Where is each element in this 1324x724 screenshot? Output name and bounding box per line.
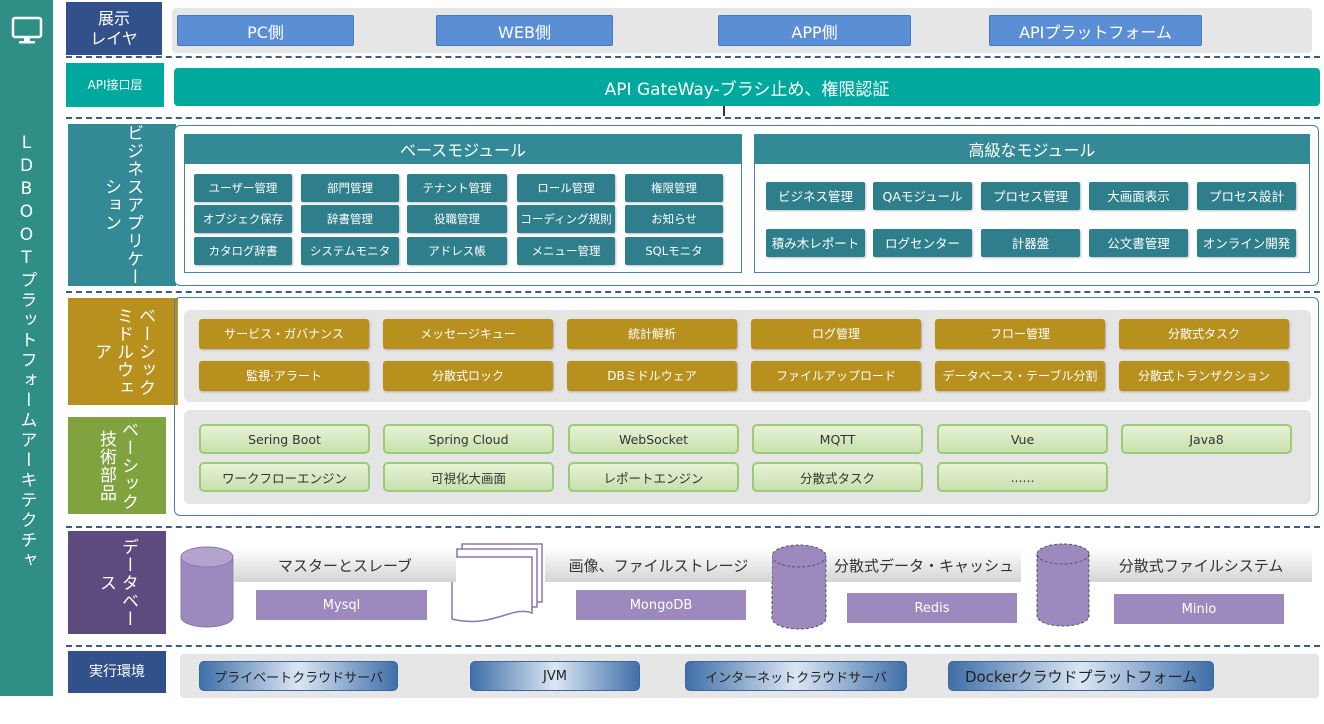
middleware-tech-panel [174, 297, 1319, 516]
data-group-title: 画像、ファイルストレージ [545, 548, 772, 582]
advanced-module-title: 高級なモジュール [754, 134, 1310, 164]
middleware-item: サービス・ガバナンス [199, 319, 369, 349]
advanced-module-item: 計器盤 [981, 229, 1080, 257]
layer-divider [66, 117, 1320, 119]
middleware-item: DBミドルウェア [567, 361, 737, 391]
base-module-item: テナント管理 [407, 174, 507, 202]
database-cylinder-icon [180, 546, 234, 628]
layer-divider [66, 645, 1320, 647]
middleware-item: 分散式タスク [1119, 319, 1289, 349]
middleware-item: ログ管理 [751, 319, 921, 349]
middleware-item: 監視·アラート [199, 361, 369, 391]
middleware-item: データベース・テーブル分割 [935, 361, 1105, 391]
tech-item: WebSocket [568, 424, 739, 454]
display-layer-label: 展示 レイヤ [66, 2, 162, 55]
tech-item: Sering Boot [199, 424, 370, 454]
tech-item: 可視化大画面 [383, 462, 554, 492]
display-item: APIプラットフォーム [989, 15, 1202, 46]
tech-item: Java8 [1121, 424, 1292, 454]
layer-divider [66, 291, 1320, 293]
layer-divider [66, 56, 1320, 58]
base-module-item: お知らせ [625, 205, 723, 233]
base-module-item: SQLモニタ [625, 237, 723, 265]
middleware-item: メッセージキュー [383, 319, 553, 349]
business-layer-label: ビジネスアプリケーション [68, 124, 176, 286]
base-module-item: コーディング規則 [517, 205, 615, 233]
runtime-item: JVM [470, 661, 640, 691]
advanced-module-item: 大画面表示 [1089, 182, 1188, 210]
file-system-cylinder-icon [1036, 543, 1090, 627]
api-connector [723, 106, 725, 116]
base-module-item: システムモニタ [301, 237, 399, 265]
advanced-module-item: ログセンター [873, 229, 972, 257]
advanced-module-item: 積み木レポート [766, 229, 865, 257]
middleware-item: 統計解析 [567, 319, 737, 349]
tech-layer-label: ベーシック技術部品 [68, 417, 166, 514]
tech-item: Vue [937, 424, 1108, 454]
base-module-item: 役職管理 [407, 205, 507, 233]
data-tech-item: Mysql [256, 590, 427, 620]
platform-title: LDBOOTプラットフォームアーキテクチャ [16, 133, 37, 571]
middleware-item: フロー管理 [935, 319, 1105, 349]
layer-divider [66, 526, 1320, 528]
middleware-item: 分散式ロック [383, 361, 553, 391]
data-group-title: 分散式データ・キャッシュ [827, 548, 1021, 582]
tech-item: レポートエンジン [568, 462, 739, 492]
data-tech-item: Minio [1114, 594, 1284, 624]
file-stack-icon [451, 543, 543, 623]
base-module-item: 権限管理 [625, 174, 723, 202]
middleware-item: 分散式トランザクション [1119, 361, 1289, 391]
base-module-item: 部門管理 [301, 174, 399, 202]
tech-item: ...... [937, 462, 1108, 492]
base-module-item: ユーザー管理 [194, 174, 292, 202]
platform-side-bar [0, 0, 53, 696]
cache-cylinder-icon [771, 544, 827, 630]
advanced-module-item: プロセス管理 [981, 182, 1080, 210]
advanced-module-item: 公文書管理 [1089, 229, 1188, 257]
display-item: APP側 [718, 15, 911, 46]
advanced-module-item: ビジネス管理 [766, 182, 865, 210]
middleware-layer-label: ベーシックミドルウェア [68, 298, 178, 405]
runtime-item: Dockerクラウドプラットフォーム [948, 661, 1214, 691]
display-item: WEB側 [436, 15, 613, 46]
base-module-item: カタログ辞書 [194, 237, 292, 265]
advanced-module-item: QAモジュール [873, 182, 972, 210]
middleware-item: ファイルアップロード [751, 361, 921, 391]
tech-item: 分散式タスク [752, 462, 923, 492]
base-module-item: 辞書管理 [301, 205, 399, 233]
advanced-module-item: プロセス設計 [1197, 182, 1296, 210]
data-group-title: 分散式ファイルシステム [1090, 548, 1312, 582]
runtime-item: プライベートクラウドサーバ [199, 661, 398, 691]
runtime-item: インターネットクラウドサーバ [685, 661, 907, 691]
monitor-icon [11, 16, 43, 44]
base-module-item: オブジェク保存 [194, 205, 292, 233]
data-tech-item: Redis [847, 593, 1017, 623]
data-layer-label: データベース [68, 531, 166, 634]
display-item: PC側 [177, 15, 354, 46]
data-group-title: マスターとスレーブ [234, 548, 456, 582]
base-module-item: ロール管理 [517, 174, 615, 202]
runtime-layer-label: 実行環境 [68, 651, 166, 693]
base-module-title: ベースモジュール [184, 134, 742, 164]
api-layer-label: API接口层 [66, 63, 164, 107]
tech-item: ワークフローエンジン [199, 462, 370, 492]
data-tech-item: MongoDB [576, 590, 746, 620]
tech-item: Spring Cloud [383, 424, 554, 454]
advanced-module-item: オンライン開発 [1197, 229, 1296, 257]
api-gateway-bar: API GateWay-ブラシ止め、権限認証 [174, 68, 1320, 106]
base-module-item: メニュー管理 [517, 237, 615, 265]
tech-item: MQTT [752, 424, 923, 454]
base-module-item: アドレス帳 [407, 237, 507, 265]
